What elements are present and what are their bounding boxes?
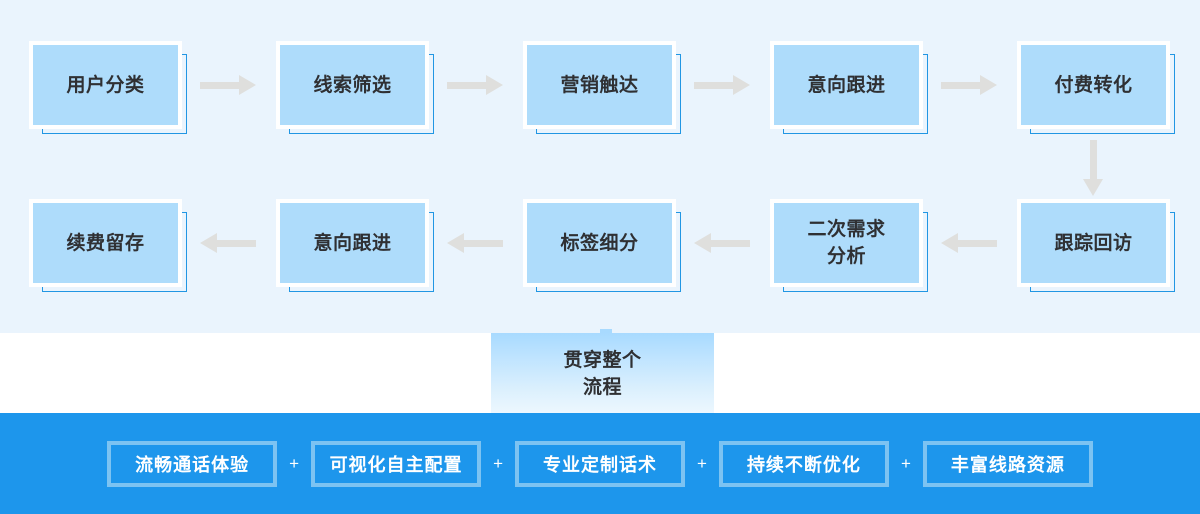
process-node-user-classification[interactable]: 用户分类 bbox=[33, 45, 187, 134]
arrow-head bbox=[733, 75, 750, 95]
arrow-shaft bbox=[200, 82, 240, 89]
arrow-right-icon-4 bbox=[941, 75, 997, 95]
feature-pill-continuous-optimization[interactable]: 持续不断优化 bbox=[718, 440, 889, 487]
node-fill: 营销触达 bbox=[527, 45, 672, 125]
arrow-head bbox=[200, 233, 217, 253]
arrow-head bbox=[1083, 179, 1103, 196]
node-label: 意向跟进 bbox=[313, 232, 392, 254]
process-node-followup-visit[interactable]: 跟踪回访 bbox=[1021, 203, 1175, 292]
process-node-secondary-demand-analysis[interactable]: 二次需求 分析 bbox=[774, 203, 928, 292]
arrow-left-icon-2 bbox=[447, 233, 503, 253]
node-label: 跟踪回访 bbox=[1054, 232, 1133, 254]
arrow-shaft bbox=[1090, 140, 1097, 180]
arrow-shaft bbox=[957, 240, 997, 247]
arrow-head bbox=[980, 75, 997, 95]
process-node-renewal-retention[interactable]: 续费留存 bbox=[33, 203, 187, 292]
arrow-shaft bbox=[694, 82, 734, 89]
arrow-left-icon-1 bbox=[200, 233, 256, 253]
plus-separator-1: + bbox=[289, 454, 300, 473]
node-fill: 意向跟进 bbox=[774, 45, 919, 125]
feature-pill-visual-config[interactable]: 可视化自主配置 bbox=[311, 440, 482, 487]
process-node-intent-followup-row1[interactable]: 意向跟进 bbox=[774, 45, 928, 134]
arrow-shaft bbox=[216, 240, 256, 247]
arrow-head bbox=[941, 233, 958, 253]
arrow-shaft bbox=[941, 82, 981, 89]
arrow-right-icon-3 bbox=[694, 75, 750, 95]
plus-separator-4: + bbox=[900, 454, 911, 473]
arrow-left-icon-4 bbox=[941, 233, 997, 253]
node-label: 营销触达 bbox=[560, 74, 639, 96]
node-label: 标签细分 bbox=[560, 232, 639, 254]
arrow-shaft bbox=[447, 82, 487, 89]
flow-panel: 用户分类 线索筛选 营销触达 bbox=[0, 0, 1200, 333]
node-label: 意向跟进 bbox=[807, 74, 886, 96]
node-fill: 二次需求 分析 bbox=[774, 203, 919, 283]
feature-pill-label: 丰富线路资源 bbox=[950, 454, 1065, 475]
arrow-head bbox=[447, 233, 464, 253]
process-node-tag-segmentation[interactable]: 标签细分 bbox=[527, 203, 681, 292]
arrow-head bbox=[239, 75, 256, 95]
node-fill: 付费转化 bbox=[1021, 45, 1166, 125]
node-label: 用户分类 bbox=[66, 74, 145, 96]
arrow-right-icon-1 bbox=[200, 75, 256, 95]
arrow-head bbox=[694, 233, 711, 253]
process-node-marketing-reach[interactable]: 营销触达 bbox=[527, 45, 681, 134]
plus-separator-2: + bbox=[493, 454, 503, 473]
feature-bar: 流畅通话体验 + 可视化自主配置 + 专业定制话术 + 持续不断优化 + 丰富线… bbox=[0, 413, 1200, 514]
feature-pill-rich-line-resources[interactable]: 丰富线路资源 bbox=[922, 440, 1093, 487]
process-node-intent-followup-row2[interactable]: 意向跟进 bbox=[280, 203, 434, 292]
arrow-shaft bbox=[710, 240, 750, 247]
arrow-down-icon bbox=[1083, 140, 1103, 196]
node-label: 二次需求 分析 bbox=[807, 219, 886, 267]
spanning-box-label: 贯穿整个 流程 bbox=[563, 350, 642, 398]
node-fill: 用户分类 bbox=[33, 45, 178, 125]
node-fill: 意向跟进 bbox=[280, 203, 425, 283]
plus-separator-3: + bbox=[697, 454, 707, 473]
feature-pill-label: 流畅通话体验 bbox=[135, 454, 250, 475]
arrow-left-icon-3 bbox=[694, 233, 750, 253]
node-fill: 标签细分 bbox=[527, 203, 672, 283]
feature-pill-label: 持续不断优化 bbox=[746, 454, 861, 475]
node-fill: 跟踪回访 bbox=[1021, 203, 1166, 283]
spanning-box[interactable]: 贯穿整个 流程 bbox=[491, 333, 714, 415]
feature-pill-custom-script[interactable]: 专业定制话术 bbox=[515, 440, 685, 487]
arrow-shaft bbox=[463, 240, 503, 247]
arrow-right-icon-2 bbox=[447, 75, 503, 95]
process-node-lead-screening[interactable]: 线索筛选 bbox=[280, 45, 434, 134]
node-fill: 续费留存 bbox=[33, 203, 178, 283]
node-label: 线索筛选 bbox=[313, 74, 392, 96]
feature-pill-smooth-call[interactable]: 流畅通话体验 bbox=[107, 440, 278, 487]
spanning-box-notch bbox=[600, 329, 612, 334]
node-label: 续费留存 bbox=[66, 232, 145, 254]
feature-pill-label: 可视化自主配置 bbox=[329, 454, 463, 475]
process-node-paid-conversion[interactable]: 付费转化 bbox=[1021, 45, 1175, 134]
feature-pill-label: 专业定制话术 bbox=[543, 454, 657, 475]
arrow-head bbox=[486, 75, 503, 95]
node-label: 付费转化 bbox=[1054, 74, 1133, 96]
node-fill: 线索筛选 bbox=[280, 45, 425, 125]
